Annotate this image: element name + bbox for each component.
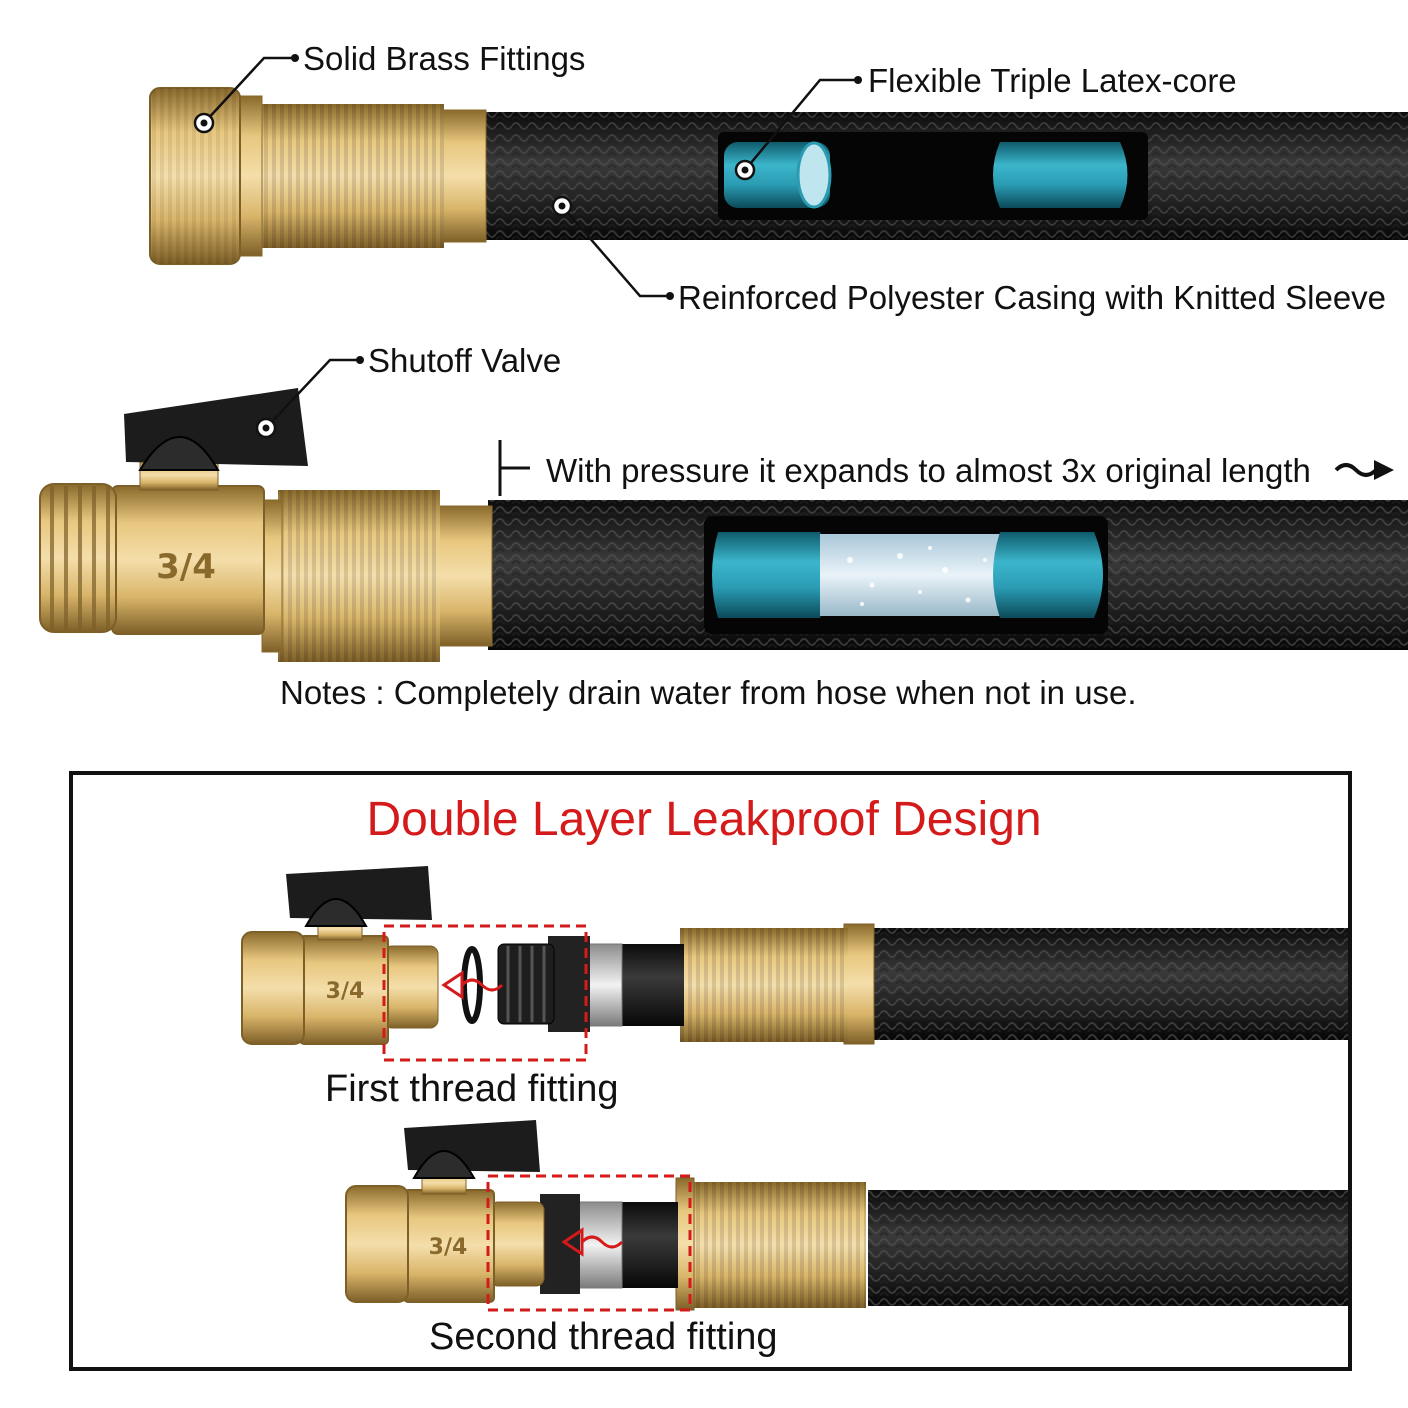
first-valve-marking: 3/4: [326, 979, 365, 1004]
middle-brass-fitting: [39, 459, 493, 662]
second-fitting-caption: Second thread fitting: [429, 1316, 778, 1358]
top-callout-leaders: [203, 56, 858, 298]
first-fitting-illustration: 3/4: [241, 866, 1350, 1062]
expansion-arrow-icon: [1334, 460, 1394, 480]
shutoff-valve-handle: [124, 388, 308, 471]
latex-core-expanded-2: [993, 532, 1103, 618]
leakproof-title: Double Layer Leakproof Design: [366, 793, 1042, 846]
first-fitting-arrow-icon: [441, 970, 504, 1000]
callout-latex-core: Flexible Triple Latex-core: [868, 62, 1237, 99]
latex-core-expanded-1: [712, 532, 829, 618]
first-fitting-caption: First thread fitting: [325, 1068, 619, 1110]
expanded-hose: [488, 500, 1408, 650]
callout-shutoff-valve: Shutoff Valve: [368, 342, 562, 379]
callout-markers: [193, 54, 862, 300]
top-hose: [480, 112, 1408, 240]
expansion-start-marker: [498, 440, 530, 496]
second-valve-marking: 3/4: [429, 1235, 468, 1260]
valve-callout-leader: [265, 358, 360, 429]
callout-brass-fittings: Solid Brass Fittings: [303, 40, 586, 77]
second-fitting-arrow-icon: [561, 1227, 624, 1257]
second-fitting-highlight: [486, 1174, 692, 1312]
water-section: [820, 534, 1002, 616]
leakproof-panel: [69, 771, 1352, 1371]
first-fitting-highlight: [382, 924, 588, 1062]
callout-casing: Reinforced Polyester Casing with Knitted…: [678, 279, 1387, 316]
top-brass-fitting: [149, 87, 487, 265]
expansion-note: With pressure it expands to almost 3x or…: [546, 452, 1311, 489]
latex-core-segment-1: [724, 141, 832, 209]
valve-marking: 3/4: [156, 547, 216, 587]
second-fitting-illustration: 3/4: [345, 1120, 1350, 1312]
usage-note: Notes : Completely drain water from hose…: [280, 674, 1137, 711]
latex-core-segment-2: [993, 142, 1128, 208]
